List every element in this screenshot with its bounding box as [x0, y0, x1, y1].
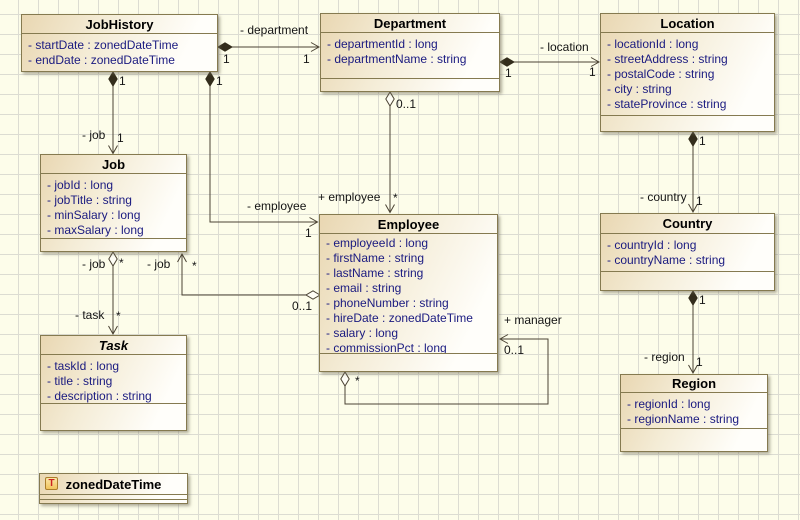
class-operations-empty	[621, 428, 767, 451]
class-attribute: - streetAddress : string	[607, 52, 728, 66]
class-country[interactable]: Country - countryId : long - countryName…	[600, 213, 775, 291]
type-title-text: zonedDateTime	[65, 476, 162, 492]
relationship-label-employee: - employee	[247, 199, 307, 213]
multiplicity: 1	[699, 293, 706, 307]
multiplicity: 1	[305, 226, 312, 240]
multiplicity: *	[393, 191, 398, 205]
class-attributes: - startDate : zonedDateTime - endDate : …	[22, 34, 217, 71]
class-title: Employee	[320, 215, 497, 234]
type-empty-row	[40, 499, 187, 503]
relationship-label-manager: + manager	[504, 313, 562, 327]
class-title: Department	[321, 14, 499, 33]
class-attribute: - countryId : long	[607, 238, 697, 252]
class-attribute: - locationId : long	[607, 37, 699, 51]
multiplicity: 1	[696, 194, 703, 208]
class-attribute: - postalCode : string	[607, 67, 715, 81]
relationship-label-job3: - job	[82, 257, 106, 271]
class-attribute: - city : string	[607, 82, 672, 96]
multiplicity: 1	[589, 65, 596, 79]
class-title: Country	[601, 214, 774, 234]
class-title: Job	[41, 155, 186, 174]
class-attribute: - employeeId : long	[326, 236, 429, 250]
relationship-label-job: - job	[82, 128, 106, 142]
class-employee[interactable]: Employee - employeeId : long - firstName…	[319, 214, 498, 372]
class-attribute: - jobId : long	[47, 178, 114, 192]
multiplicity: 1	[696, 355, 703, 369]
relationship-label-location: - location	[540, 40, 589, 54]
multiplicity: 1	[119, 74, 126, 88]
class-attribute: - taskId : long	[47, 359, 120, 373]
type-empty-row	[40, 494, 187, 499]
class-operations-empty	[601, 271, 774, 290]
class-attribute: - departmentName : string	[327, 52, 467, 66]
multiplicity: 0..1	[292, 299, 313, 313]
multiplicity: 1	[117, 131, 124, 145]
class-operations-empty	[601, 115, 774, 131]
relationship-label-job2: - job	[147, 257, 171, 271]
class-attribute: - title : string	[47, 374, 113, 388]
class-jobhistory[interactable]: JobHistory - startDate : zonedDateTime -…	[21, 14, 218, 72]
class-attribute: - departmentId : long	[327, 37, 438, 51]
class-attributes: - jobId : long - jobTitle : string - min…	[41, 174, 186, 238]
class-attributes: - employeeId : long - firstName : string…	[320, 234, 497, 353]
class-operations-empty	[41, 403, 186, 430]
class-attributes: - regionId : long - regionName : string	[621, 393, 767, 428]
class-attribute: - lastName : string	[326, 266, 424, 280]
class-title: Location	[601, 14, 774, 33]
class-attribute: - phoneNumber : string	[326, 296, 449, 310]
relationship-label-country: - country	[640, 190, 687, 204]
class-attribute: - countryName : string	[607, 253, 726, 267]
class-title: Region	[621, 375, 767, 393]
class-attribute: - jobTitle : string	[47, 193, 132, 207]
multiplicity: 0..1	[504, 343, 525, 357]
class-task[interactable]: Task - taskId : long - title : string - …	[40, 335, 187, 431]
multiplicity: *	[116, 309, 121, 323]
class-title: JobHistory	[22, 15, 217, 34]
relationship-label-task: - task	[75, 308, 105, 322]
class-attribute: - description : string	[47, 389, 152, 403]
multiplicity: 0..1	[396, 97, 417, 111]
class-attributes: - departmentId : long - departmentName :…	[321, 33, 499, 78]
multiplicity: *	[119, 256, 124, 270]
class-attribute: - salary : long	[326, 326, 399, 340]
class-attributes: - locationId : long - streetAddress : st…	[601, 33, 774, 115]
multiplicity: 1	[699, 134, 706, 148]
class-attribute: - endDate : zonedDateTime	[28, 53, 175, 67]
multiplicity: 1	[505, 66, 512, 80]
class-attribute: - stateProvince : string	[607, 97, 727, 111]
type-title: T zonedDateTime	[40, 474, 187, 494]
multiplicity: *	[192, 259, 197, 273]
multiplicity: *	[355, 374, 360, 388]
relationship-label-employee-plus: + employee	[318, 190, 381, 204]
class-region[interactable]: Region - regionId : long - regionName : …	[620, 374, 768, 452]
class-attribute: - regionName : string	[627, 412, 740, 426]
relationship-label-department: - department	[240, 23, 309, 37]
class-operations-empty	[320, 353, 497, 371]
class-operations-empty	[321, 78, 499, 91]
class-attributes: - taskId : long - title : string - descr…	[41, 355, 186, 403]
class-attribute: - hireDate : zonedDateTime	[326, 311, 473, 325]
class-attribute: - regionId : long	[627, 397, 711, 411]
multiplicity: 1	[216, 74, 223, 88]
multiplicity: 1	[303, 52, 310, 66]
class-attributes: - countryId : long - countryName : strin…	[601, 234, 774, 271]
class-title: Task	[41, 336, 186, 355]
class-location[interactable]: Location - locationId : long - streetAdd…	[600, 13, 775, 132]
class-job[interactable]: Job - jobId : long - jobTitle : string -…	[40, 154, 187, 252]
relationship-label-region: - region	[644, 350, 685, 364]
class-attribute: - minSalary : long	[47, 208, 141, 222]
class-department[interactable]: Department - departmentId : long - depar…	[320, 13, 500, 92]
type-icon: T	[45, 477, 58, 490]
type-zoneddatetime[interactable]: T zonedDateTime	[39, 473, 188, 504]
class-operations-empty	[41, 238, 186, 251]
class-attribute: - maxSalary : long	[47, 223, 144, 237]
class-attribute: - startDate : zonedDateTime	[28, 38, 179, 52]
class-attribute: - email : string	[326, 281, 402, 295]
multiplicity: 1	[223, 52, 230, 66]
class-attribute: - commissionPct : long	[326, 341, 447, 353]
class-attribute: - firstName : string	[326, 251, 425, 265]
